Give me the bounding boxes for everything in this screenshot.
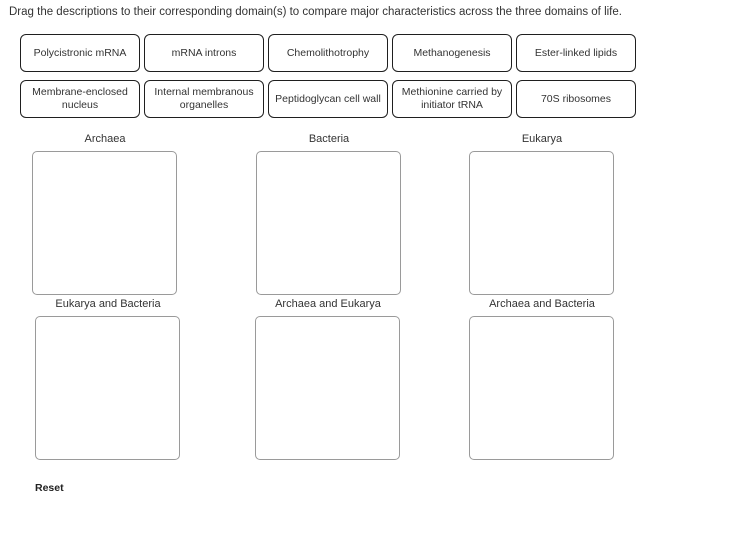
- drop-zone-label-archaea-and-eukarya: Archaea and Eukarya: [275, 298, 381, 310]
- drop-zone-eukarya: Eukarya: [469, 133, 615, 295]
- drop-zone-archaea-and-bacteria: Archaea and Bacteria: [469, 298, 615, 460]
- drop-zones-area: Archaea Bacteria Eukarya Eukarya and Bac…: [0, 133, 735, 463]
- draggable-chip-mrna-introns[interactable]: mRNA introns: [144, 34, 264, 72]
- drop-zone-row-1: Archaea Bacteria Eukarya: [0, 133, 735, 298]
- draggable-chip-methionine-initiator-trna[interactable]: Methionine carried by initiator tRNA: [392, 80, 512, 118]
- drop-zone-row-2: Eukarya and Bacteria Archaea and Eukarya…: [0, 298, 735, 463]
- drop-zone-label-archaea: Archaea: [84, 133, 126, 145]
- draggable-items-row-2: Membrane-enclosed nucleus Internal membr…: [20, 80, 720, 118]
- drop-zone-label-archaea-and-bacteria: Archaea and Bacteria: [489, 298, 595, 310]
- drop-zone-bacteria: Bacteria: [256, 133, 402, 295]
- drop-zone-archaea-and-eukarya: Archaea and Eukarya: [255, 298, 401, 460]
- draggable-items-row-1: Polycistronic mRNA mRNA introns Chemolit…: [20, 34, 720, 72]
- drop-zone-label-eukarya-and-bacteria: Eukarya and Bacteria: [55, 298, 161, 310]
- drop-zone-box-archaea-and-bacteria[interactable]: [469, 316, 614, 460]
- reset-button[interactable]: Reset: [35, 482, 64, 494]
- drop-zone-eukarya-and-bacteria: Eukarya and Bacteria: [35, 298, 181, 460]
- drop-zone-box-archaea-and-eukarya[interactable]: [255, 316, 400, 460]
- draggable-chip-chemolithotrophy[interactable]: Chemolithotrophy: [268, 34, 388, 72]
- draggable-chip-internal-membranous-organelles[interactable]: Internal membranous organelles: [144, 80, 264, 118]
- draggable-chip-70s-ribosomes[interactable]: 70S ribosomes: [516, 80, 636, 118]
- draggable-chip-peptidoglycan-cell-wall[interactable]: Peptidoglycan cell wall: [268, 80, 388, 118]
- draggable-chip-methanogenesis[interactable]: Methanogenesis: [392, 34, 512, 72]
- draggable-items-area: Polycistronic mRNA mRNA introns Chemolit…: [20, 34, 720, 126]
- instruction-text: Drag the descriptions to their correspon…: [9, 6, 622, 18]
- draggable-chip-membrane-enclosed-nucleus[interactable]: Membrane-enclosed nucleus: [20, 80, 140, 118]
- drop-zone-label-eukarya: Eukarya: [521, 133, 563, 145]
- drop-zone-archaea: Archaea: [32, 133, 178, 295]
- draggable-chip-polycistronic-mrna[interactable]: Polycistronic mRNA: [20, 34, 140, 72]
- drop-zone-box-eukarya-and-bacteria[interactable]: [35, 316, 180, 460]
- drop-zone-box-archaea[interactable]: [32, 151, 177, 295]
- draggable-chip-ester-linked-lipids[interactable]: Ester-linked lipids: [516, 34, 636, 72]
- drop-zone-box-eukarya[interactable]: [469, 151, 614, 295]
- drop-zone-box-bacteria[interactable]: [256, 151, 401, 295]
- drop-zone-label-bacteria: Bacteria: [308, 133, 350, 145]
